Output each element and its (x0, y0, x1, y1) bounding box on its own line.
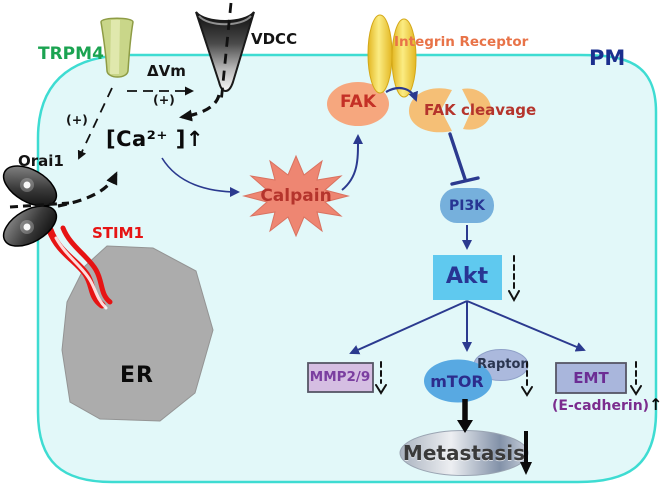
pi3k-shape (440, 188, 494, 223)
signal-arrows (161, 87, 586, 355)
mtor-ellipse (424, 359, 492, 403)
orai1-label: Orai1 (18, 152, 64, 170)
calpain-label: Calpain (260, 186, 332, 206)
calcium-label: [Ca²⁺ ]↑ (106, 127, 204, 151)
arrow-calcium-to-calpain (161, 157, 240, 197)
fak-cleavage-label: FAK cleavage (424, 101, 537, 119)
e-cadherin-label: (E-cadherin)↑ (552, 395, 662, 414)
raptor-label: Raptor (477, 357, 527, 372)
er-label: ER (120, 363, 154, 388)
plus-orai-label: (+) (66, 112, 88, 127)
arrow-orai1-to-calcium (57, 171, 118, 208)
stim1-label: STIM1 (92, 224, 144, 242)
vdcc-label: VDCC (251, 30, 298, 48)
fak-ellipse (327, 82, 389, 126)
mmp-label: MMP2/9 (309, 369, 371, 385)
arrow-calpain-to-fak (341, 134, 364, 191)
plus-vdcc-label: (+) (153, 92, 175, 107)
integrin-receptor-shape (367, 14, 417, 98)
metastasis-arrows (457, 399, 532, 475)
delta-vm-label: ΔVm (147, 62, 186, 80)
orai1-channel (2, 165, 70, 247)
orai1-dashed-axis (9, 201, 70, 209)
pi3k-label: PI3K (448, 198, 486, 214)
arrow-akt-to-mmp (349, 300, 468, 355)
arrow-vdcc-to-calcium (179, 94, 221, 122)
integrin-receptor-label: Integrin Receptor (394, 34, 529, 50)
e-cadherin-text: (E-cadherin) (552, 398, 650, 414)
akt-label: Akt (445, 264, 489, 289)
trpm4-label: TRPM4 (38, 44, 104, 64)
decrease-indicators (375, 255, 642, 397)
inhibit-tbar (450, 176, 480, 186)
arrow-fak-to-cleavage (385, 87, 418, 102)
emt-label: EMT (573, 369, 609, 387)
calpain-starburst (242, 154, 350, 238)
mtor-label: mTOR (430, 372, 484, 391)
dashed-activation-arrows (57, 86, 221, 208)
vdcc-channel (195, 2, 255, 104)
e-cadherin-up-arrow: ↑ (649, 395, 662, 414)
akt-box (433, 255, 502, 300)
inhibit-cleavage-to-pi3k (448, 132, 467, 181)
er-organelle (61, 245, 214, 422)
plasma-membrane-label: PM (589, 46, 626, 70)
fak-label: FAK (340, 92, 376, 112)
arrow-trpm4-to-orai1 (77, 87, 113, 160)
emt-box (555, 362, 627, 394)
mmp-box (307, 362, 374, 393)
arrow-akt-to-emt (466, 300, 586, 352)
stim1-ribbon (46, 225, 113, 310)
metastasis-label: Metastasis (402, 441, 526, 465)
fak-cleavage-shape (408, 88, 492, 133)
trpm4-channel (100, 17, 134, 78)
